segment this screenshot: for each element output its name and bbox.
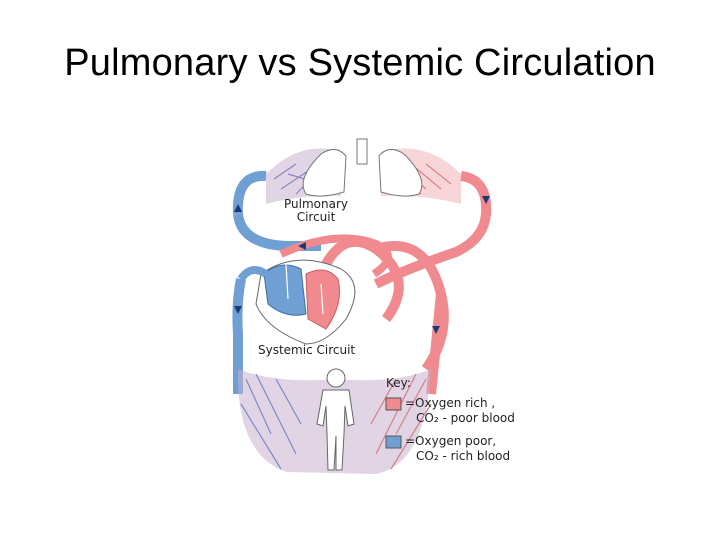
key-swatch-oxygen-rich: [385, 397, 402, 411]
key-item-oxygen-poor-line1: =Oxygen poor,: [405, 434, 497, 448]
pulmonary-artery-path: [232, 170, 267, 215]
key-swatch-oxygen-poor: [385, 435, 402, 449]
pulmonary-label-line2: Circuit: [296, 210, 336, 224]
human-figure-icon: [316, 368, 355, 471]
key-title: Key:: [386, 376, 411, 390]
heart-icon: [255, 259, 356, 345]
key-item-oxygen-poor-line2: CO₂ - rich blood: [416, 449, 511, 463]
systemic-artery-path: [426, 293, 446, 395]
flow-arrows: [234, 196, 490, 334]
slide-title: Pulmonary vs Systemic Circulation: [64, 42, 656, 84]
key-item-oxygen-rich-line2: CO₂ - poor blood: [416, 411, 515, 425]
key-item-oxygen-rich-line1: =Oxygen rich ,: [405, 396, 496, 410]
circulation-illustration: [232, 138, 492, 474]
pulmonary-circuit-label: Pulmonary Circuit: [276, 198, 356, 224]
systemic-circuit-label: Systemic Circuit: [258, 343, 356, 357]
circulation-diagram: Pulmonary Circuit Systemic Circuit Key: …: [226, 134, 526, 479]
pulmonary-label-line1: Pulmonary: [284, 197, 348, 211]
lungs-icon: [302, 138, 423, 197]
pulmonary-vein-path: [373, 171, 492, 289]
